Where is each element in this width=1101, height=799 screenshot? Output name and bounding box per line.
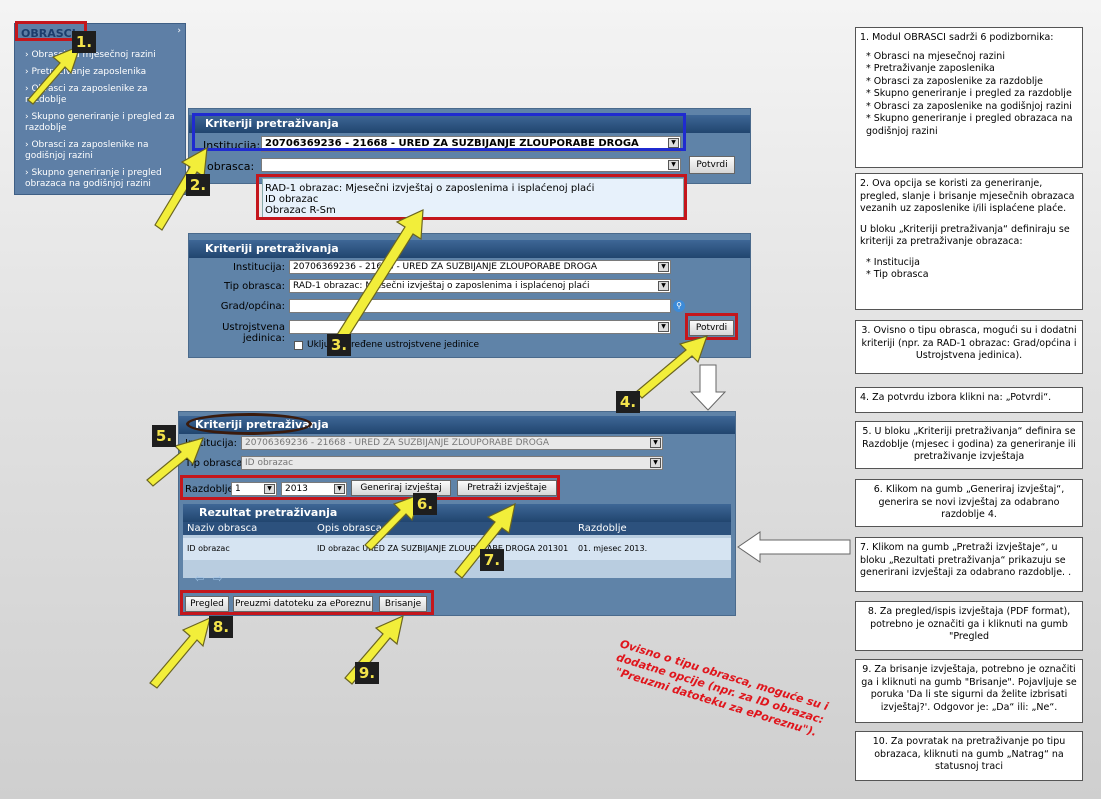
marker-8: 8. (209, 616, 233, 638)
note-10: 10. Za povratak na pretraživanje po tipu… (855, 731, 1083, 781)
menu-item-godisnja[interactable]: › Obrasci za zaposlenike na godišnjoj ra… (25, 140, 149, 161)
prev-page-icon[interactable]: ⇦ (195, 572, 205, 585)
marker-1: 1. (72, 31, 96, 53)
marker-3: 3. (327, 334, 351, 356)
year-select[interactable]: 2013▼ (281, 482, 347, 496)
chevron-right-icon: › (177, 26, 181, 36)
institucija-label: Institucija: (185, 438, 238, 449)
note-2: 2. Ova opcija se koristi za generiranje,… (855, 173, 1083, 310)
note-3: 3. Ovisno o tipu obrasca, mogući su i do… (855, 320, 1083, 374)
chevron-down-icon: ▼ (658, 262, 669, 272)
chevron-down-icon: ▼ (658, 322, 669, 332)
preuzmi-button[interactable]: Preuzmi datoteku za ePoreznu (233, 596, 373, 612)
tip-obrasca-label: Tip obrasca: (223, 281, 285, 292)
chevron-down-icon: ▼ (264, 484, 275, 494)
option-rsm[interactable]: Obrazac R-Sm (265, 205, 336, 216)
chevron-down-icon: ▼ (668, 138, 679, 148)
results-table: Naziv obrasca Opis obrasca Razdoblje ID … (183, 522, 731, 578)
criteria-panel-2: Kriteriji pretraživanja Institucija: 207… (188, 233, 751, 358)
grad-input[interactable] (289, 299, 671, 313)
chevron-down-icon: ▼ (650, 438, 661, 448)
ustroj-select[interactable]: ▼ (289, 320, 671, 334)
marker-6: 6. (413, 493, 437, 515)
results-title: Rezultat pretraživanja (183, 504, 731, 522)
menu-title[interactable]: OBRASCI (21, 27, 76, 40)
panel-title: Kriteriji pretraživanja (189, 115, 750, 133)
highlight-razdoblje (180, 475, 560, 500)
red-note: Ovisno o tipu obrasca, moguće su i dodat… (613, 637, 830, 739)
note-7: 7. Klikom na gumb „Pretraži izvještaje“,… (855, 537, 1083, 592)
month-select[interactable]: 1▼ (231, 482, 277, 496)
brisanje-button[interactable]: Brisanje (379, 596, 427, 612)
obrasci-menu: OBRASCI › › Obrasci na mjesečnoj razini … (14, 23, 186, 195)
marker-7: 7. (480, 549, 504, 571)
note-5: 5. U bloku „Kriteriji pretraživanja“ def… (855, 421, 1083, 469)
menu-item-zaposlenike-razdoblje[interactable]: › Obrasci za zaposlenike za razdoblje (25, 84, 148, 105)
tip-obrasca-select[interactable]: RAD-1 obrazac: Mjesečni izvještaj o zapo… (289, 279, 671, 293)
highlight-actions (180, 590, 434, 615)
menu-item-mjesecna[interactable]: › Obrasci na mjesečnoj razini (25, 50, 156, 60)
col-opis[interactable]: Opis obrasca (317, 523, 382, 534)
menu-items: › Obrasci na mjesečnoj razini › Pretraži… (25, 50, 181, 190)
grad-label: Grad/općina: (220, 301, 285, 312)
table-header: Naziv obrasca Opis obrasca Razdoblje (183, 522, 731, 535)
highlight-options (256, 174, 687, 220)
tip-obrasca-label: Tip obrasca: (185, 458, 247, 469)
highlight-institucija (192, 113, 686, 151)
menu-item-skupno-razdoblje[interactable]: › Skupno generiranje i pregled za razdob… (25, 112, 175, 133)
obrasca-label: obrasca: (207, 160, 255, 173)
note-9: 9. Za brisanje izvještaja, potrebno je o… (855, 659, 1083, 723)
menu-item-skupno-godisnja[interactable]: › Skupno generiranje i pregled obrazaca … (25, 168, 162, 189)
chevron-down-icon: ▼ (668, 160, 679, 170)
search-icon[interactable]: ⚲ (673, 300, 685, 312)
institucija-select: 20706369236 - 21668 - URED ZA SUZBIJANJE… (241, 436, 663, 450)
note-1: 1. Modul OBRASCI sadrži 6 podizbornika: … (855, 27, 1083, 168)
highlight-title-oval (186, 413, 312, 435)
note-8: 8. Za pregled/ispis izvještaja (PDF form… (855, 601, 1083, 651)
marker-5: 5. (152, 425, 176, 447)
panel-title: Kriteriji pretraživanja (189, 240, 750, 258)
pretrazi-button[interactable]: Pretraži izvještaje (457, 480, 557, 496)
institucija-label: Institucija: (232, 262, 285, 273)
institucija-select[interactable]: 20706369236 - 21668 - URED ZA SUZBIJANJE… (289, 260, 671, 274)
tip-obrasca-select[interactable]: ▼ (261, 158, 681, 172)
col-naziv[interactable]: Naziv obrasca (187, 523, 258, 534)
criteria-panel-3: Kriteriji pretraživanja Institucija: 207… (178, 411, 736, 616)
marker-9: 9. (355, 662, 379, 684)
tip-obrasca-select: ID obrazac▼ (241, 456, 663, 470)
note-6: 6. Klikom na gumb „Generiraj izvještaj“,… (855, 479, 1083, 527)
highlight-potvrdi (685, 313, 738, 340)
tip-obrasca-options: RAD-1 obrazac: Mjesečni izvještaj o zapo… (262, 178, 684, 218)
chevron-down-icon: ▼ (650, 458, 661, 468)
table-row[interactable]: ID obrazac ID obrazac URED ZA SUZBIJANJE… (183, 538, 731, 560)
pregled-button[interactable]: Pregled (185, 596, 229, 612)
potvrdi-button[interactable]: Potvrdi (689, 156, 735, 174)
chevron-down-icon: ▼ (658, 281, 669, 291)
col-razdoblje[interactable]: Razdoblje (578, 523, 627, 534)
razdoblje-label: Razdoblje: (185, 484, 237, 495)
ustroj-label: Ustrojstvena jedinica: (222, 322, 285, 344)
marker-2: 2. (186, 174, 210, 196)
arrow-8 (149, 616, 211, 689)
next-page-icon[interactable]: ⇨ (213, 572, 223, 585)
option-rad1[interactable]: RAD-1 obrazac: Mjesečni izvještaj o zapo… (265, 183, 595, 194)
chevron-down-icon: ▼ (334, 484, 345, 494)
menu-item-pretrazivanje[interactable]: › Pretraživanje zaposlenika (25, 67, 147, 77)
marker-4: 4. (616, 391, 640, 413)
potvrdi-button[interactable]: Potvrdi (689, 320, 734, 336)
note-4: 4. Za potvrdu izbora klikni na: „Potvrdi… (855, 387, 1083, 413)
option-id[interactable]: ID obrazac (265, 194, 319, 205)
ustroj-checkbox[interactable] (294, 341, 303, 350)
